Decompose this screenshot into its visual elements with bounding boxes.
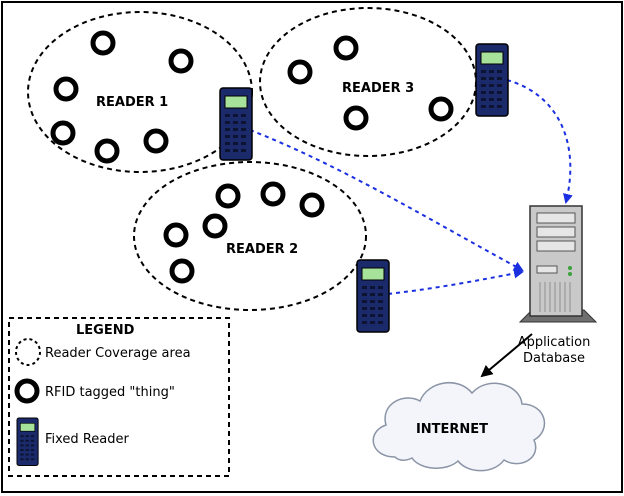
legend-title: LEGEND bbox=[76, 323, 135, 338]
rfid-tag bbox=[143, 128, 169, 154]
server-to-internet-arrow bbox=[480, 333, 533, 378]
reader-2-coverage-area bbox=[133, 161, 367, 311]
rfid-tag bbox=[333, 35, 359, 61]
reader-3-label: READER 3 bbox=[342, 81, 414, 96]
rfid-tag bbox=[169, 258, 195, 284]
legend-reader-icon bbox=[16, 417, 39, 467]
reader-2-device bbox=[356, 259, 390, 333]
rfid-tag bbox=[94, 138, 120, 164]
internet-label: INTERNET bbox=[416, 422, 488, 437]
reader-2-link-arrow bbox=[387, 268, 524, 295]
reader-1-label: READER 1 bbox=[96, 95, 168, 110]
rfid-tag bbox=[50, 120, 76, 146]
reader-1-device bbox=[219, 87, 253, 161]
rfid-tag bbox=[299, 192, 325, 218]
rfid-tag bbox=[215, 183, 241, 209]
reader-3-link-arrow bbox=[506, 79, 573, 204]
legend-box bbox=[8, 317, 230, 477]
reader-2-label: READER 2 bbox=[226, 242, 298, 257]
rfid-tag bbox=[163, 222, 189, 248]
rfid-tag bbox=[168, 48, 194, 74]
rfid-tag bbox=[202, 213, 228, 239]
legend-tag-icon bbox=[14, 378, 40, 404]
reader-1-link-arrow bbox=[249, 129, 524, 271]
server-label-line-1: Application bbox=[518, 335, 591, 350]
legend-coverage-label: Reader Coverage area bbox=[45, 346, 191, 361]
reader-3-device bbox=[475, 43, 509, 117]
database-server-icon bbox=[518, 205, 598, 323]
legend-reader-label: Fixed Reader bbox=[45, 432, 129, 447]
rfid-tag bbox=[260, 181, 286, 207]
internet-cloud-icon bbox=[372, 382, 546, 472]
rfid-tag bbox=[428, 96, 454, 122]
legend-tag-label: RFID tagged "thing" bbox=[45, 385, 175, 400]
rfid-tag bbox=[287, 59, 313, 85]
server-label-line-2: Database bbox=[523, 351, 585, 366]
rfid-tag bbox=[90, 30, 116, 56]
rfid-tag bbox=[53, 76, 79, 102]
legend-coverage-icon bbox=[15, 338, 41, 366]
rfid-tag bbox=[343, 105, 369, 131]
